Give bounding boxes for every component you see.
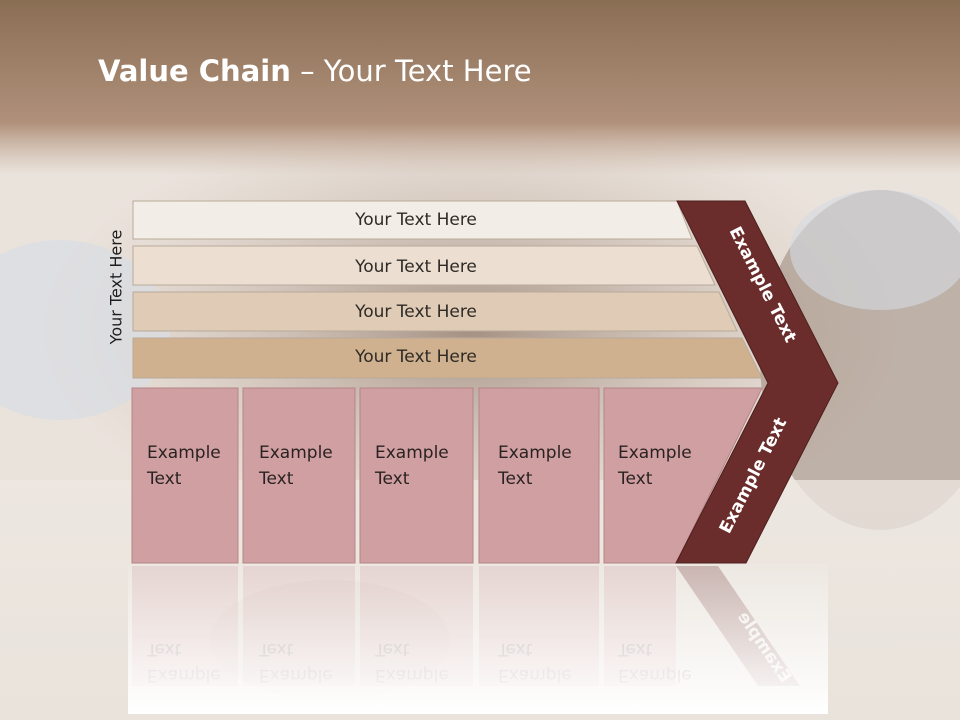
box-5-line-1: Example <box>618 443 692 463</box>
box-5-line-2: Text <box>617 469 653 489</box>
box-1 <box>131 387 239 564</box>
title-rest: – Your Text Here <box>290 54 532 88</box>
slide-title: Value Chain – Your Text Here <box>98 54 532 88</box>
box-2-line-2: Text <box>258 469 294 489</box>
bar-4 <box>132 337 763 379</box>
arrow-chevron <box>675 200 839 564</box>
box-1-line-1: Example <box>147 443 221 463</box>
bar-2-label: Your Text Here <box>354 257 477 277</box>
bar-1 <box>132 200 693 240</box>
bar-2 <box>132 245 716 286</box>
box-4-line-1: Example <box>498 443 572 463</box>
box-4 <box>478 387 600 564</box>
box-3 <box>359 387 474 564</box>
box-1-line-2: Text <box>146 469 182 489</box>
bar-3 <box>132 291 738 332</box>
bar-1-label: Your Text Here <box>354 210 477 230</box>
box-4-line-2: Text <box>497 469 533 489</box>
title-bold: Value Chain <box>98 54 291 88</box>
box-3-line-1: Example <box>375 443 449 463</box>
bar-4-label: Your Text Here <box>354 347 477 367</box>
bar-3-label: Your Text Here <box>354 302 477 322</box>
box-2 <box>242 387 356 564</box>
box-3-line-2: Text <box>374 469 410 489</box>
box-2-line-1: Example <box>259 443 333 463</box>
